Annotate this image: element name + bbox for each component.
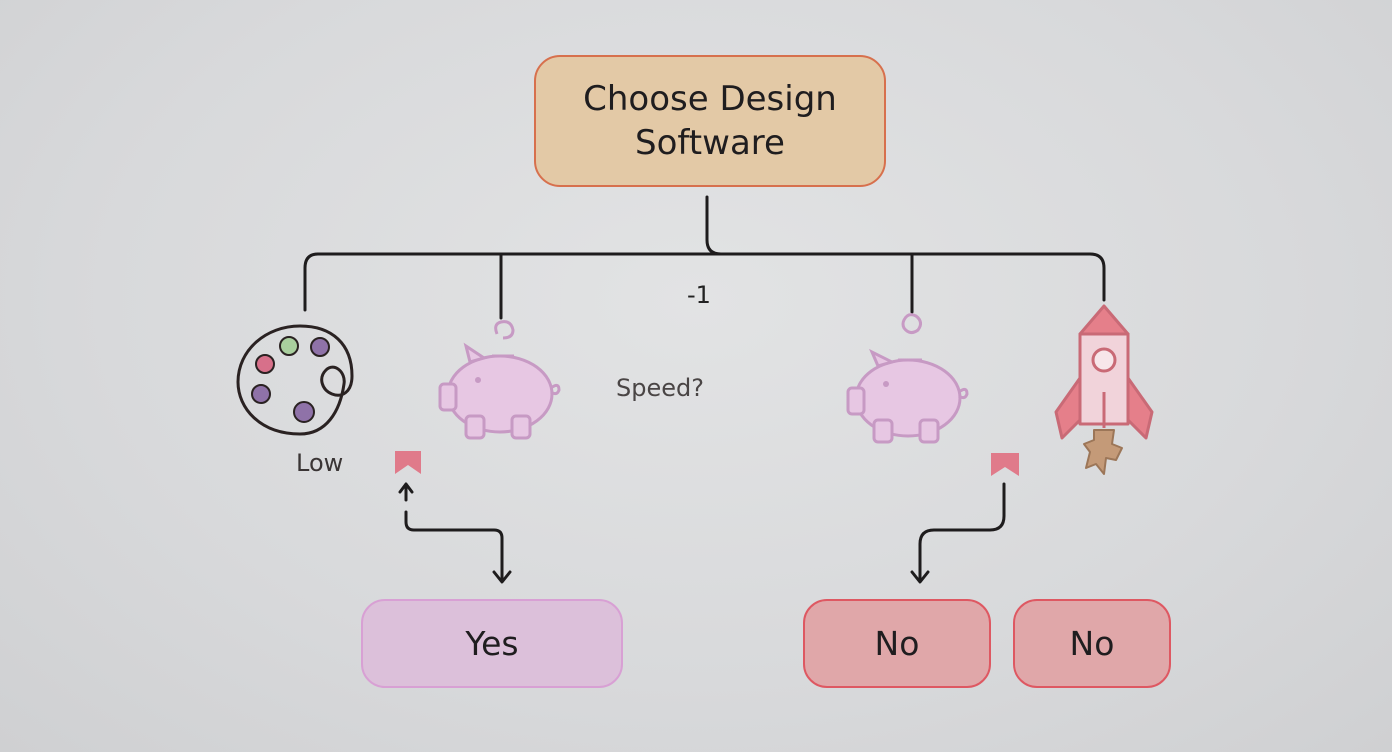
- branch-weight-label: -1: [687, 281, 711, 309]
- arrow-to-yes: [398, 482, 512, 584]
- hook-left-icon: [494, 320, 515, 340]
- rocket-icon: [1054, 304, 1154, 475]
- tree-connectors: [303, 195, 1106, 320]
- low-label: Low: [296, 449, 344, 477]
- root-node[interactable]: Choose Design Software: [534, 55, 886, 187]
- hook-right-icon: [901, 313, 923, 335]
- no-outcome-node-2[interactable]: No: [1013, 599, 1171, 688]
- flag-icon: [395, 451, 421, 474]
- branch-rocket: [1088, 252, 1106, 302]
- piggy-bank-icon: [846, 348, 969, 444]
- no-outcome-node-1[interactable]: No: [803, 599, 991, 688]
- palette-icon: [236, 324, 354, 436]
- arrow-to-no: [910, 482, 1006, 584]
- root-stem: [705, 195, 723, 256]
- branch-palette: [303, 252, 320, 312]
- flag-icon: [991, 453, 1019, 476]
- speed-question-label: Speed?: [616, 374, 704, 402]
- piggy-bank-icon: [438, 342, 561, 440]
- yes-outcome-node[interactable]: Yes: [361, 599, 623, 688]
